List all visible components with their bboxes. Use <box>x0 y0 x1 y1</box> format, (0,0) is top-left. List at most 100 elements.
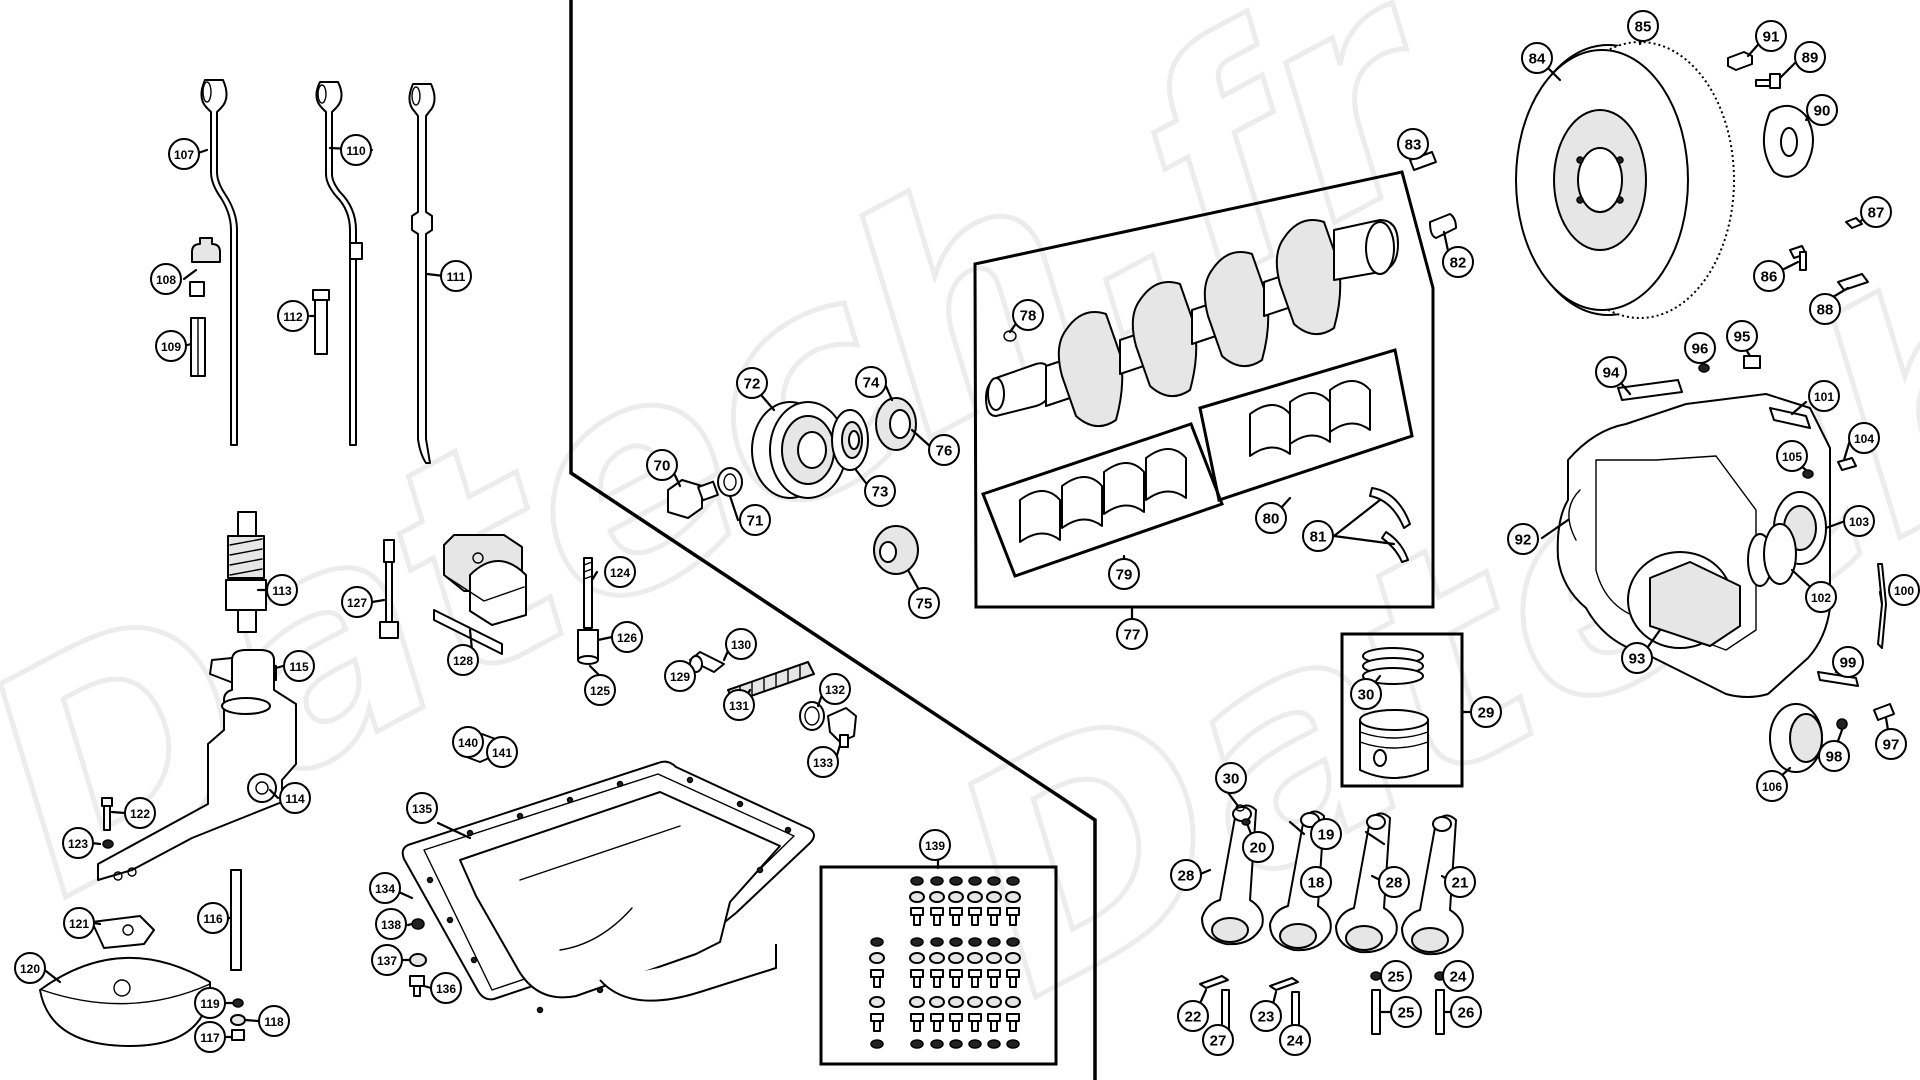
callout-21: 21 <box>1444 866 1476 898</box>
callout-number: 120 <box>20 962 40 976</box>
washer-icon <box>967 891 983 903</box>
callout-number: 136 <box>436 982 456 996</box>
callout-number: 122 <box>130 807 150 821</box>
callout-number: 123 <box>68 837 88 851</box>
callout-104: 104 <box>1848 422 1880 454</box>
timing-pulley-group <box>667 397 919 575</box>
callout-number: 92 <box>1515 532 1532 549</box>
callout-number: 114 <box>285 792 305 806</box>
callout-number: 72 <box>744 376 761 393</box>
callout-circle <box>486 736 518 768</box>
washer-icon <box>986 891 1002 903</box>
bolt-shank <box>873 1020 881 1032</box>
callout-25: 25 <box>1390 996 1422 1028</box>
washer-icon <box>869 952 885 964</box>
callout-number: 30 <box>1223 771 1240 788</box>
callout-28: 28 <box>1378 866 1410 898</box>
group-label-number: 80 <box>1263 511 1280 528</box>
nut-icon <box>910 1039 924 1049</box>
callout-circle <box>375 908 407 940</box>
group-label-circle <box>1302 520 1334 552</box>
oil-sump-group <box>401 760 815 1014</box>
callout-22: 22 <box>1177 1000 1209 1032</box>
nut-icon <box>910 937 924 947</box>
callout-82: 82 <box>1442 246 1474 278</box>
bolt-shank <box>952 914 960 926</box>
callout-number: 91 <box>1763 29 1780 46</box>
group-label-circle <box>919 829 951 861</box>
callout-circle <box>168 138 200 170</box>
callout-126: 126 <box>611 621 643 653</box>
callout-circle <box>1300 866 1332 898</box>
callout-circle <box>1875 728 1907 760</box>
callout-circle <box>1378 866 1410 898</box>
bolt-icon <box>1006 907 1020 916</box>
connecting-rod <box>1335 812 1398 954</box>
callout-circle <box>371 944 403 976</box>
callout-number: 119 <box>200 997 220 1011</box>
washer-icon <box>948 996 964 1008</box>
bolt-shank <box>971 914 979 926</box>
callout-circle <box>1177 1000 1209 1032</box>
callout-88: 88 <box>1809 293 1841 325</box>
washer-icon <box>967 996 983 1008</box>
callout-124: 124 <box>604 556 636 588</box>
callout-138: 138 <box>375 908 407 940</box>
callout-circle <box>1753 260 1785 292</box>
nut-icon <box>949 876 963 886</box>
callout-circle <box>1627 10 1659 42</box>
dipstick-group <box>189 79 436 464</box>
callout-number: 94 <box>1603 365 1620 382</box>
callout-18: 18 <box>1300 866 1332 898</box>
bolt-shank <box>873 976 881 988</box>
callout-circle <box>155 330 187 362</box>
callout-112: 112 <box>277 300 309 332</box>
washer-icon <box>909 891 925 903</box>
callout-number: 98 <box>1826 749 1843 766</box>
backplate-group <box>1556 379 1895 773</box>
bolt-icon <box>910 969 924 978</box>
callout-30: 30 <box>1215 762 1247 794</box>
bolt-shank <box>990 976 998 988</box>
big-end <box>1411 927 1449 953</box>
callout-circle <box>197 902 229 934</box>
washer-icon <box>967 952 983 964</box>
callout-117: 117 <box>194 1021 226 1053</box>
callout-number: 27 <box>1210 1033 1227 1050</box>
callout-number: 107 <box>174 148 194 162</box>
callout-number: 101 <box>1814 390 1834 404</box>
callout-94: 94 <box>1595 356 1627 388</box>
callout-number: 125 <box>590 684 610 698</box>
nut-icon <box>968 876 982 886</box>
callout-number: 26 <box>1458 1005 1475 1022</box>
callout-circle <box>584 674 616 706</box>
callout-circle <box>369 872 401 904</box>
callout-141: 141 <box>486 736 518 768</box>
group-label-139: 139 <box>919 829 951 861</box>
callout-number: 19 <box>1318 827 1335 844</box>
callout-circle <box>819 673 851 705</box>
callout-number: 112 <box>283 310 303 324</box>
callout-circle <box>1380 960 1412 992</box>
callout-number: 89 <box>1802 50 1819 67</box>
nut-icon <box>1006 937 1020 947</box>
bolt-icon <box>930 969 944 978</box>
callout-number: 106 <box>1762 780 1782 794</box>
callout-89: 89 <box>1794 41 1826 73</box>
callout-number: 85 <box>1635 19 1652 36</box>
callout-number: 25 <box>1398 1005 1415 1022</box>
callout-circle <box>1012 299 1044 331</box>
washer-icon <box>986 952 1002 964</box>
callout-number: 117 <box>200 1031 220 1045</box>
group-label-80: 80 <box>1255 502 1287 534</box>
callout-circle <box>406 792 438 824</box>
callout-87: 87 <box>1860 196 1892 228</box>
group-label-circle <box>1108 558 1140 590</box>
callout-number: 70 <box>654 458 671 475</box>
callout-circle <box>440 260 472 292</box>
callout-number: 124 <box>610 566 630 580</box>
callout-circle <box>194 1021 226 1053</box>
group-label-number: 79 <box>1116 567 1133 584</box>
callout-circle <box>258 1005 290 1037</box>
callout-114: 114 <box>279 782 311 814</box>
